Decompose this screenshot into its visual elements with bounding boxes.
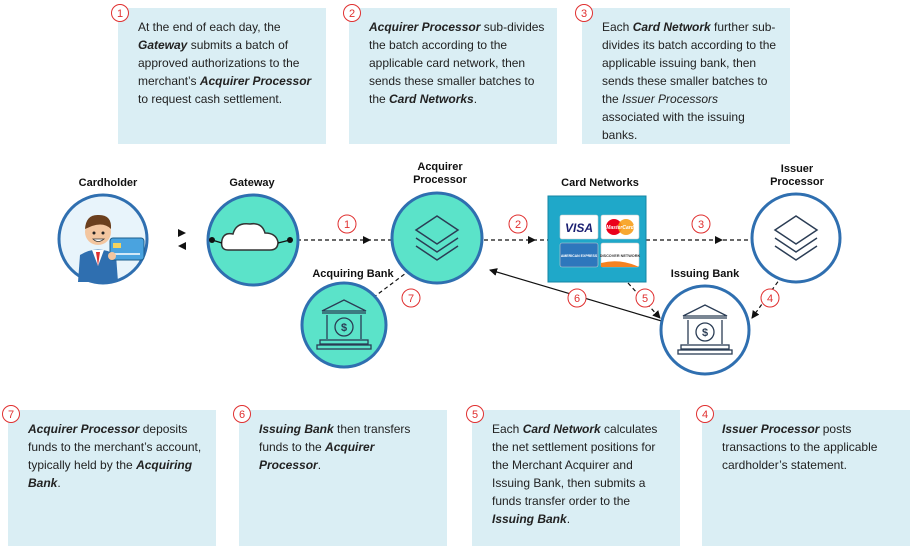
layers-icon bbox=[773, 215, 819, 261]
cardholder-to-gateway-arrow bbox=[178, 229, 186, 237]
svg-text:$: $ bbox=[702, 327, 708, 339]
step-4-marker: 4 bbox=[696, 405, 714, 423]
acquirer-to-acquiringbank-line bbox=[369, 269, 411, 301]
arrow-2-head bbox=[528, 236, 536, 244]
layers-icon bbox=[414, 215, 460, 261]
line-marker-2-text: 2 bbox=[515, 219, 521, 231]
line-marker-1 bbox=[337, 214, 357, 234]
line-marker-6-text: 6 bbox=[574, 293, 580, 305]
cloud-icon bbox=[220, 222, 279, 251]
cardholder-person-icon bbox=[78, 214, 145, 282]
issuer-processor-node bbox=[750, 192, 842, 284]
arrow-3-head bbox=[715, 236, 723, 244]
cardholder-label: Cardholder bbox=[78, 177, 138, 189]
gateway-to-cardholder-arrow bbox=[178, 242, 186, 250]
step-6-box: Issuing Bank then transfers funds to the… bbox=[239, 410, 447, 546]
step-1-marker: 1 bbox=[111, 4, 129, 22]
card-networks-label: Card Networks bbox=[561, 177, 639, 189]
card-networks-node: VISA MasterCard AMERICAN EXPRESS DISCOVE… bbox=[547, 195, 647, 283]
step-4-box: Issuer Processor posts transactions to t… bbox=[702, 410, 910, 546]
amex-logo: AMERICAN EXPRESS bbox=[561, 254, 598, 258]
line-marker-7-text: 7 bbox=[408, 293, 414, 305]
step-7-marker: 7 bbox=[2, 405, 20, 423]
line-marker-4-text: 4 bbox=[767, 293, 773, 305]
step-2-marker: 2 bbox=[343, 4, 361, 22]
cardholder-node bbox=[57, 193, 149, 285]
acquiring-bank-label: Acquiring Bank bbox=[312, 268, 394, 280]
step-3-box: Each Card Network further sub-divides it… bbox=[582, 8, 790, 144]
line-marker-2 bbox=[508, 214, 528, 234]
step-5-marker: 5 bbox=[466, 405, 484, 423]
discover-logo: DISCOVER NETWORK bbox=[600, 254, 641, 258]
step-1-box: At the end of each day, the Gateway subm… bbox=[118, 8, 326, 144]
step-5-box: Each Card Network calculates the net set… bbox=[472, 410, 680, 546]
line-marker-3 bbox=[691, 214, 711, 234]
issuing-bank-node: $ bbox=[659, 284, 751, 376]
svg-text:MasterCard: MasterCard bbox=[606, 225, 634, 231]
arrow-1-head bbox=[363, 236, 371, 244]
visa-logo: VISA bbox=[565, 221, 593, 235]
line-marker-1-text: 1 bbox=[344, 219, 350, 231]
gateway-label: Gateway bbox=[229, 177, 275, 189]
issuer-to-issuingbank-line bbox=[751, 275, 783, 319]
line-marker-4 bbox=[760, 288, 780, 308]
mastercard-logo: MasterCard bbox=[606, 219, 635, 235]
issuer-processor-label: Issuer Processor bbox=[770, 163, 824, 188]
line-marker-3-text: 3 bbox=[698, 219, 704, 231]
step-3-marker: 3 bbox=[575, 4, 593, 22]
acquirer-processor-node bbox=[390, 191, 484, 285]
line-marker-7 bbox=[401, 288, 421, 308]
issuing-bank-label: Issuing Bank bbox=[670, 268, 740, 280]
step-7-box: Acquirer Processor deposits funds to the… bbox=[8, 410, 216, 546]
bank-dollar-icon: $ bbox=[316, 299, 372, 350]
gateway-node bbox=[206, 193, 300, 287]
line-marker-6 bbox=[567, 288, 587, 308]
step-6-marker: 6 bbox=[233, 405, 251, 423]
step-2-box: Acquirer Processor sub-divides the batch… bbox=[349, 8, 557, 144]
line-marker-5-text: 5 bbox=[642, 293, 648, 305]
svg-text:$: $ bbox=[341, 322, 347, 334]
acquiring-bank-node: $ bbox=[300, 281, 388, 369]
acquirer-processor-label: Acquirer Processor bbox=[413, 161, 467, 186]
bank-dollar-icon: $ bbox=[677, 304, 733, 355]
line-marker-5 bbox=[635, 288, 655, 308]
